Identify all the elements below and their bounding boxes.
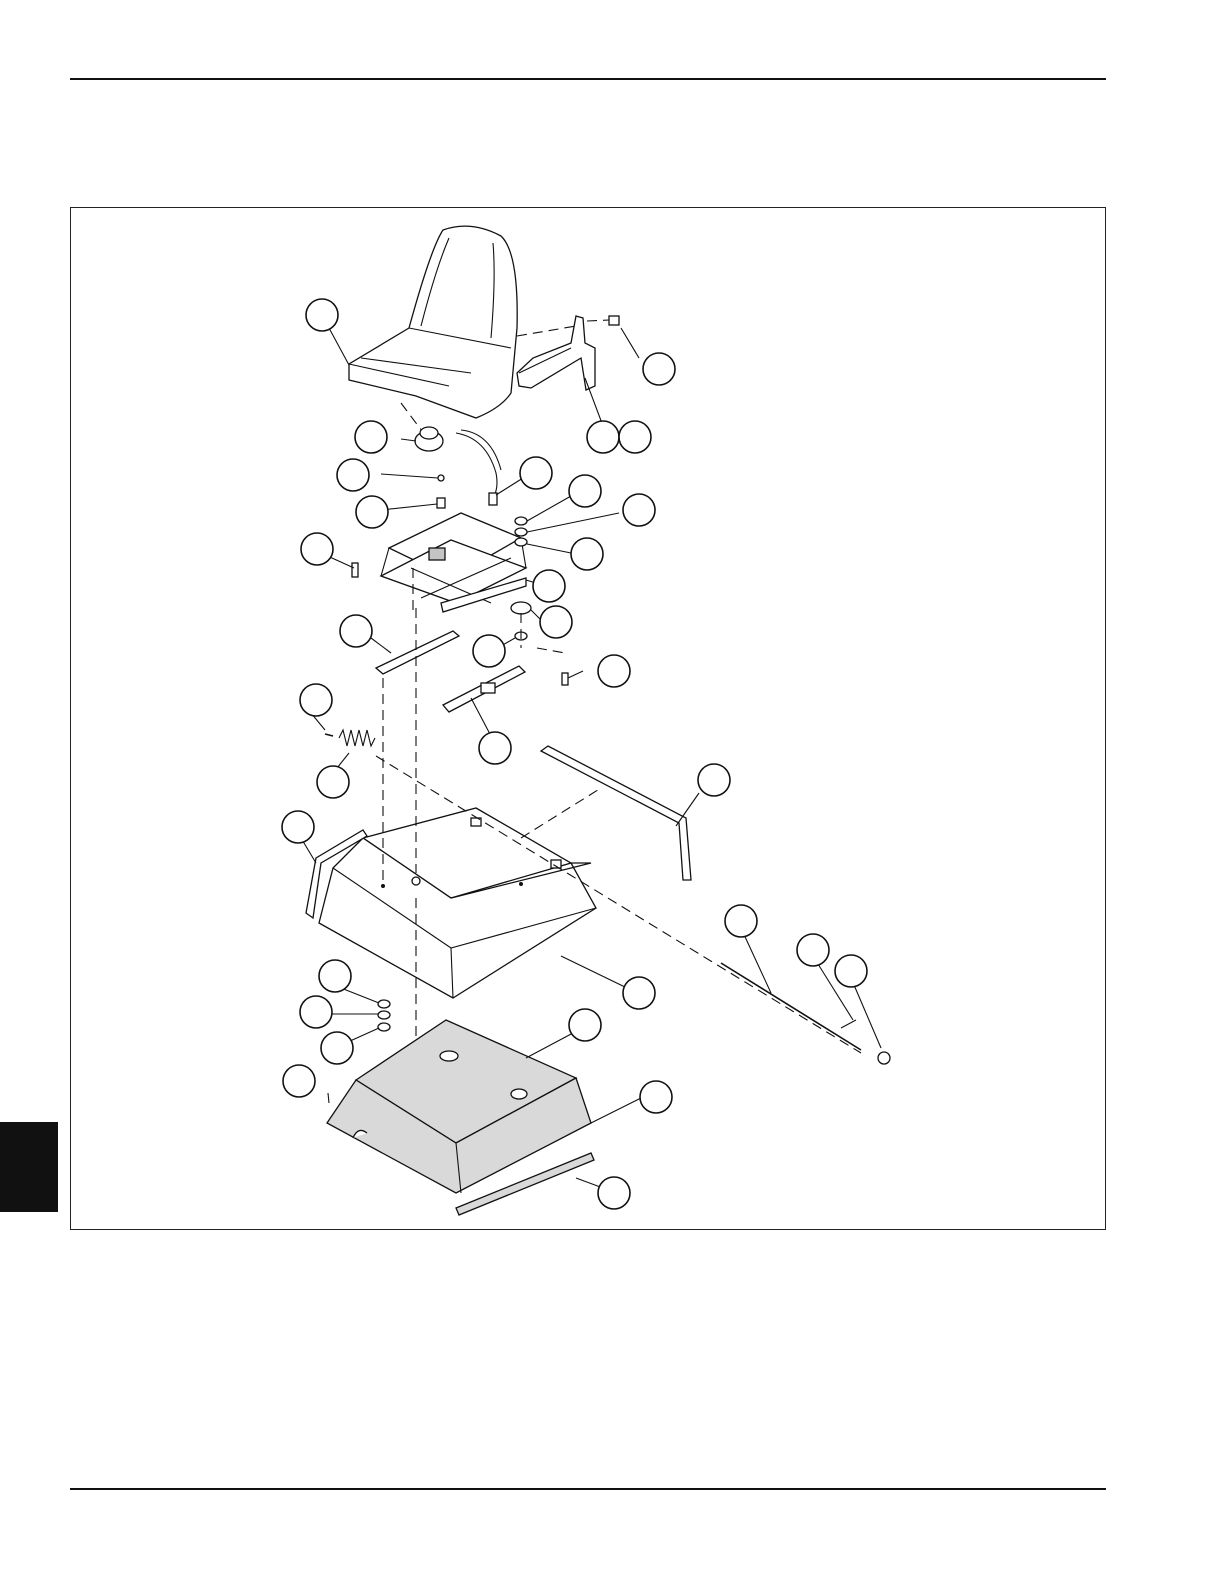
callout-circle — [623, 977, 655, 1009]
callout-circle — [337, 459, 369, 491]
callout-circle — [340, 615, 372, 647]
callout-circle — [598, 655, 630, 687]
callout-circle — [640, 1081, 672, 1113]
callout-circle — [356, 496, 388, 528]
washer-stack — [515, 517, 527, 546]
bolt-left — [352, 563, 358, 577]
seat-to-armrest-guide — [517, 326, 576, 336]
washer-stack-lower — [378, 1000, 390, 1031]
callout-circle — [301, 533, 333, 565]
callout-circle — [569, 1009, 601, 1041]
section-tab — [0, 1122, 58, 1212]
callout-circle — [598, 1177, 630, 1209]
seat-assembly-diagram — [71, 208, 1105, 1229]
bolt-small — [437, 498, 445, 508]
callout-circle — [571, 538, 603, 570]
callout-circle — [698, 764, 730, 796]
callout-circle — [282, 811, 314, 843]
callout-circle — [479, 732, 511, 764]
callout-circle — [835, 955, 867, 987]
cup — [511, 602, 531, 614]
pin — [325, 734, 333, 736]
figure-frame — [70, 207, 1106, 1230]
nut-small — [438, 475, 444, 481]
seat — [349, 226, 517, 418]
callout-circle — [643, 353, 675, 385]
callout-circle — [473, 635, 505, 667]
bolt-right — [562, 673, 568, 685]
callout-circle — [300, 996, 332, 1028]
callout-circle — [319, 960, 351, 992]
bottom-rule — [70, 1488, 1106, 1490]
callout-circle — [317, 766, 349, 798]
callout-circle — [321, 1032, 353, 1064]
pedestal — [327, 1020, 594, 1215]
callout-circle — [619, 421, 651, 453]
callout-circle — [797, 934, 829, 966]
callout-circle — [520, 457, 552, 489]
knob — [878, 1052, 890, 1064]
callout-circle — [587, 421, 619, 453]
callout-circle — [300, 684, 332, 716]
callout-circle — [569, 475, 601, 507]
suspension — [381, 513, 526, 612]
callout-circle — [355, 421, 387, 453]
rail-left — [376, 631, 459, 674]
callout-circle — [623, 494, 655, 526]
callout-circle — [725, 905, 757, 937]
spring — [339, 730, 375, 746]
seat-switch — [415, 427, 501, 505]
callout-circle — [283, 1065, 315, 1097]
callout-circle — [306, 299, 338, 331]
top-rule — [70, 78, 1106, 80]
callout-circle — [533, 570, 565, 602]
callout-circle — [540, 606, 572, 638]
